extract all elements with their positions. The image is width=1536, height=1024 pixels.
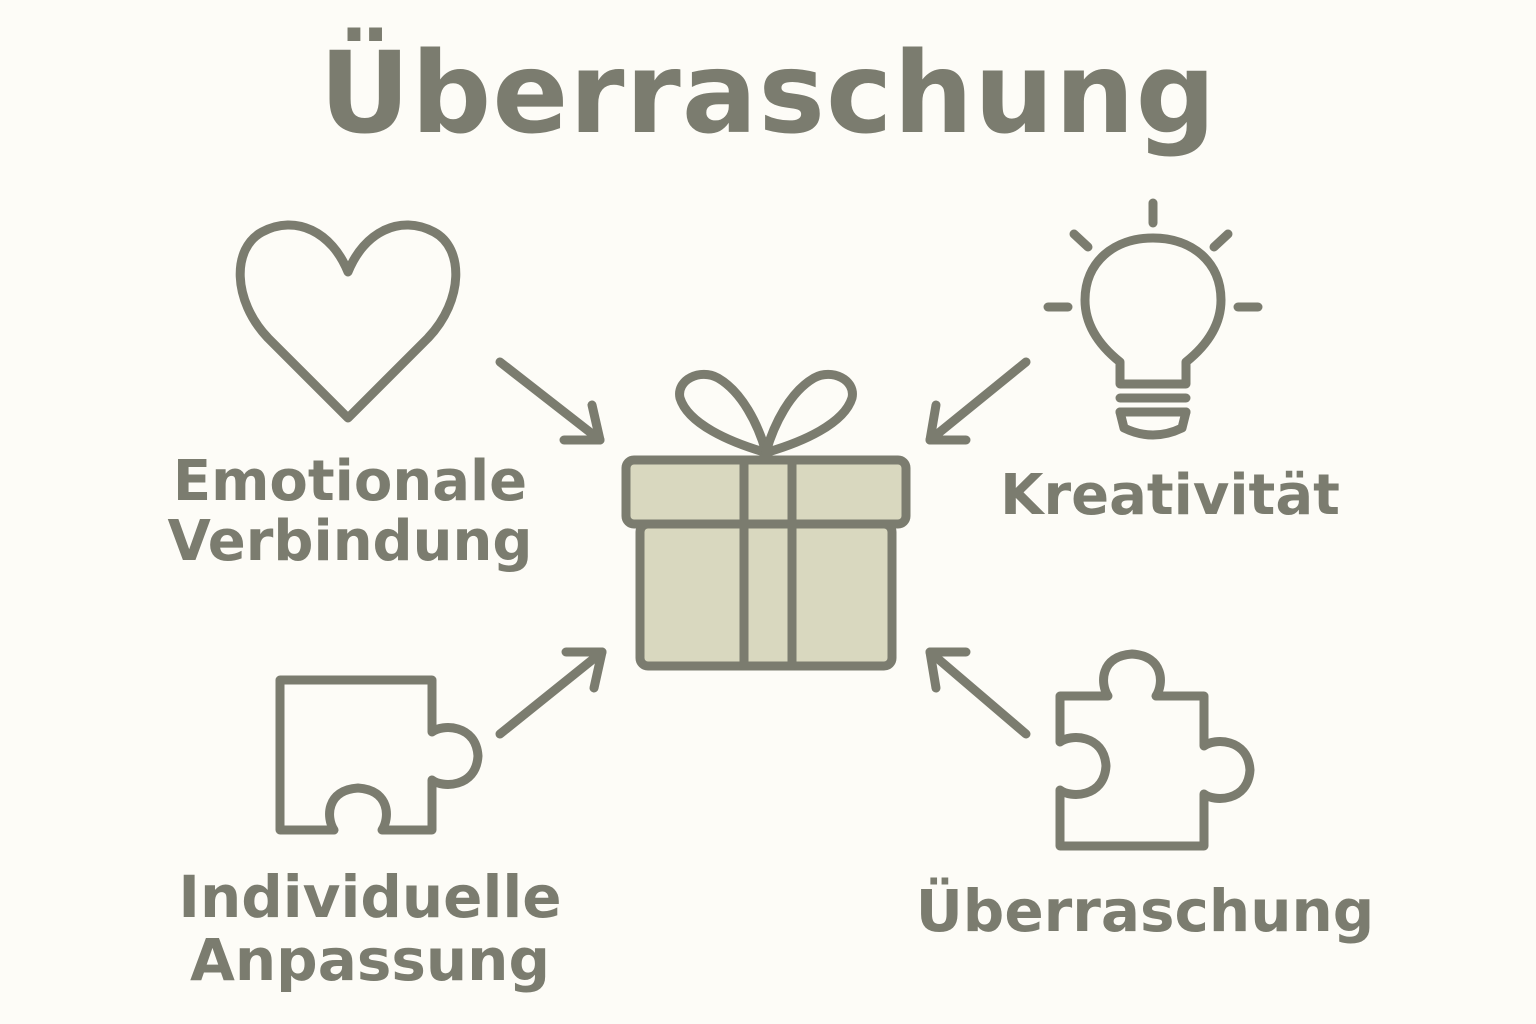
diagram-title: Überraschung — [319, 29, 1217, 159]
label-line: Emotionale — [172, 449, 528, 514]
gift-icon — [621, 369, 911, 671]
label-line: Individuelle — [178, 863, 562, 931]
heart-icon — [235, 220, 461, 423]
label-line: Anpassung — [190, 925, 550, 994]
arrow-from-left-puzzle — [495, 647, 607, 739]
label-line: Verbindung — [167, 509, 533, 575]
label-individuelle-anpassung: Individuelle Anpassung — [150, 866, 590, 991]
label-ueberraschung: Überraschung — [900, 880, 1390, 943]
puzzle-piece-icon — [275, 675, 483, 835]
label-line: Kreativität — [1000, 463, 1340, 528]
label-line: Überraschung — [915, 877, 1375, 945]
arrow-from-lightbulb — [925, 357, 1031, 445]
arrow-from-right-puzzle — [925, 647, 1031, 739]
puzzle-piece-icon — [1055, 649, 1255, 851]
label-kreativitaet: Kreativität — [980, 463, 1360, 528]
label-emotionale-verbindung: Emotionale Verbindung — [140, 449, 560, 575]
lightbulb-icon — [1043, 198, 1263, 440]
arrow-from-heart — [495, 357, 605, 445]
